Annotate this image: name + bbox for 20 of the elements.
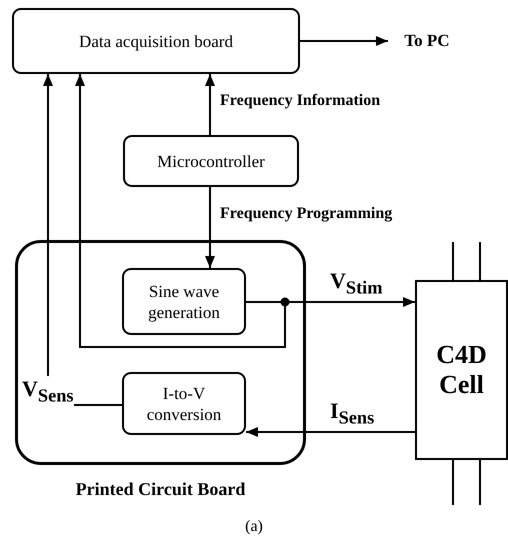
output-label: To PC <box>404 31 450 51</box>
node-label: C4D Cell <box>435 340 488 400</box>
node-label: Microcontroller <box>156 150 266 172</box>
arrow <box>246 427 415 437</box>
edge-label: Frequency Information <box>220 92 380 110</box>
board-heading: Printed Circuit Board <box>74 479 246 500</box>
process-box <box>12 8 300 74</box>
edge-label: V$_{Sens}$ <box>22 376 74 406</box>
process-box <box>122 268 246 335</box>
arrow <box>205 187 215 268</box>
process-box <box>123 135 299 187</box>
arrow <box>205 74 215 135</box>
node-label: Data acquisition board <box>78 30 234 52</box>
process-box <box>122 372 246 435</box>
node-label: Sine wave generation <box>147 280 221 322</box>
edge-label: Frequency Programming <box>220 205 392 223</box>
cell-box <box>415 280 508 460</box>
node-label: I-to-V conversion <box>146 382 222 424</box>
arrow <box>75 74 286 348</box>
arrow <box>300 36 388 46</box>
